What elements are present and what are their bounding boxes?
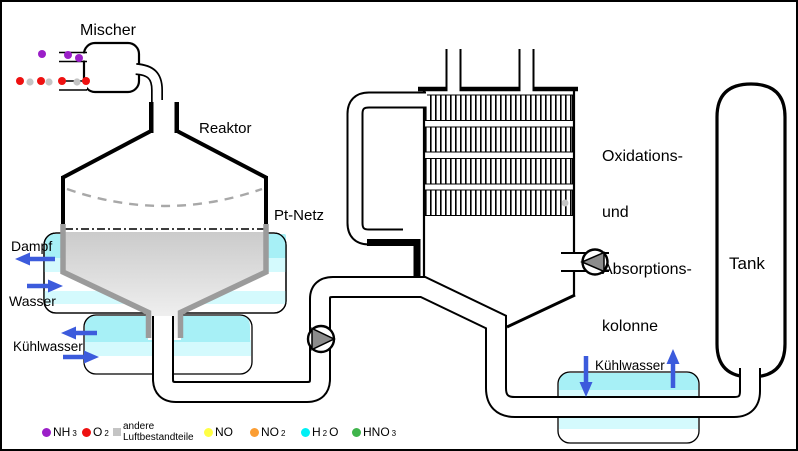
kuehlwasser-out-arrow-left [61, 326, 97, 340]
kuehlwasser-in-arrow-right [579, 356, 593, 397]
column-label: Oxidations- und Absorptions- kolonne [602, 147, 692, 335]
o2-molecule-dot [58, 77, 66, 85]
pt-netz-label: Pt-Netz [274, 207, 325, 224]
o2-molecule-dot [37, 77, 45, 85]
kuehlwasser-in-arrow-left [63, 350, 99, 364]
flow-arrows [15, 252, 680, 397]
absorption-column [418, 49, 578, 329]
reactor-label: Reaktor [199, 120, 252, 137]
wasser-in-arrow [27, 279, 63, 293]
o2-molecule-dot [82, 77, 90, 85]
recycle-pump [306, 324, 336, 354]
kuehlwasser-label-right: Kühlwasser [595, 358, 665, 373]
column-packing [425, 94, 573, 216]
o2-molecule-dot [16, 77, 24, 85]
nh3-molecule-dot [75, 54, 83, 62]
no2-legend-dot [250, 427, 259, 437]
mixer-vessel [59, 41, 179, 134]
kuehlwasser-out-arrow-right [666, 349, 680, 388]
nh3-molecule-dot [64, 51, 72, 59]
heat-exchanger-loop [346, 91, 427, 246]
luft-molecule-dot [45, 78, 53, 86]
reactor-upper-wall [61, 129, 268, 226]
reactor-vessel [60, 129, 269, 340]
kuehlwasser-label-left: Kühlwasser [13, 339, 83, 354]
hno3-legend-dot [352, 427, 361, 437]
luft-molecule-dot [26, 78, 34, 86]
legend-item-no: NO [204, 425, 233, 439]
reactor-liquid [65, 232, 265, 338]
column-funnel-right [506, 293, 576, 329]
luftbestandteil-dot [561, 199, 569, 207]
luft-molecule-dot [73, 78, 81, 86]
luft-legend-dot [113, 428, 121, 436]
reactor-lower-wall [60, 224, 269, 338]
feed-molecules [16, 50, 90, 86]
wasser-label: Wasser [9, 293, 56, 309]
nh3-molecule-dot [38, 50, 46, 58]
tank-label: Tank [729, 254, 765, 273]
no-legend-dot [204, 427, 213, 437]
column-side-pump [561, 248, 609, 276]
pt-netz-gauze [66, 187, 263, 208]
o2-legend-dot [82, 427, 91, 437]
loop-downcomer [367, 239, 421, 277]
dampf-out-arrow [15, 252, 55, 266]
h2o-legend-dot [301, 427, 310, 437]
tank-vessel [715, 82, 787, 379]
dampf-label: Dampf [11, 238, 53, 254]
mixer-label: Mischer [80, 22, 137, 39]
main-pipe-run [152, 276, 761, 418]
column-vent-stubs [445, 49, 535, 93]
nh3-legend-dot [42, 427, 51, 437]
